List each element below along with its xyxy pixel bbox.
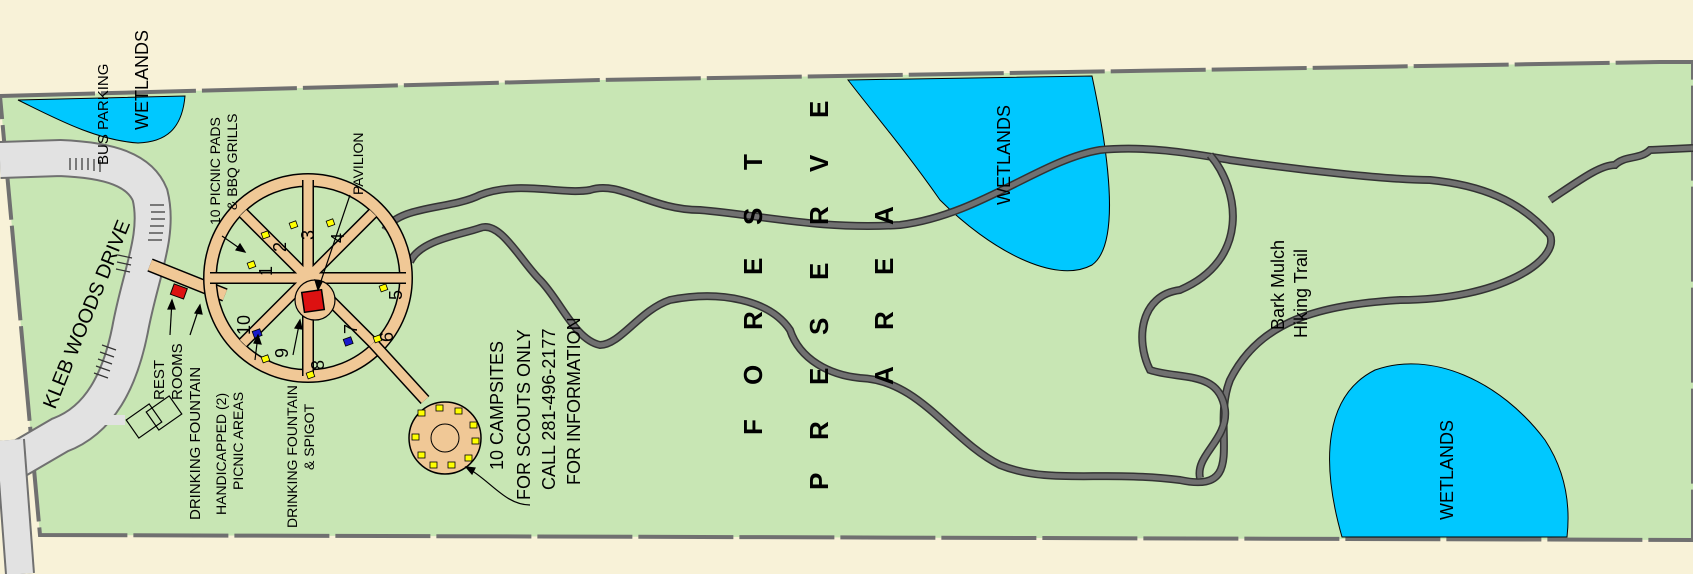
svg-text:S: S [804, 318, 834, 335]
pad-number-10: 10 [234, 315, 254, 335]
parking-stalls [69, 158, 165, 379]
label-trail-2: Hiking Trail [1291, 249, 1311, 338]
label-trail-1: Bark Mulch [1268, 240, 1288, 330]
svg-text:S: S [738, 208, 768, 225]
label-drinking-fountain: DRINKING FOUNTAIN [187, 367, 204, 520]
wetlands-top-left [17, 95, 186, 144]
svg-text:R: R [738, 311, 768, 330]
svg-text:T: T [738, 154, 768, 170]
label-wetlands-top-left: WETLANDS [132, 30, 152, 130]
pad-number-2: 2 [270, 242, 290, 252]
label-wetlands-bottom-right: WETLANDS [1437, 420, 1457, 520]
pad-number-6: 6 [377, 332, 397, 342]
pad-number-9: 9 [272, 348, 292, 358]
label-campsites-3: CALL 281-496-2177 [539, 329, 559, 490]
pad-number-3: 3 [298, 230, 318, 240]
svg-text:A: A [869, 206, 899, 225]
label-rest-rooms-2: ROOMS [169, 343, 186, 400]
label-campsites-1: 10 CAMPSITES [487, 341, 507, 470]
pad-number-5: 5 [386, 290, 406, 300]
svg-text:E: E [738, 258, 768, 275]
svg-text:F: F [738, 419, 768, 435]
pad-number-7: 7 [341, 324, 361, 334]
wetlands-top-mid [846, 75, 1110, 272]
label-rest-rooms-1: REST [151, 360, 168, 400]
svg-text:E: E [804, 263, 834, 280]
pavilion-building [300, 288, 326, 314]
svg-text:E: E [804, 368, 834, 385]
svg-text:R: R [804, 206, 834, 225]
svg-text:E: E [804, 101, 834, 118]
campsite-pads [411, 404, 480, 469]
label-picnic-pads-1: 10 PICNIC PADS [207, 117, 223, 225]
spigot-marker [342, 336, 354, 347]
label-handicapped-2: PICNIC AREAS [230, 392, 246, 490]
label-fountain-spigot-1: DRINKING FOUNTAIN [284, 385, 300, 528]
label-handicapped-1: HANDICAPPED (2) [213, 393, 229, 515]
label-wetlands-top-mid: WETLANDS [994, 105, 1014, 205]
svg-text:A: A [869, 366, 899, 385]
label-fountain-spigot-2: & SPIGOT [301, 403, 317, 470]
hiking-trail [381, 144, 1693, 486]
svg-text:V: V [804, 154, 834, 172]
svg-text:R: R [869, 311, 899, 330]
label-campsites-4: FOR INFORMATION [564, 317, 584, 485]
svg-text:E: E [869, 258, 899, 275]
kleb-woods-drive [0, 138, 183, 574]
svg-text:P: P [804, 473, 834, 490]
label-picnic-pads-2: & BBQ GRILLS [224, 114, 240, 210]
label-bus-parking: BUS PARKING [95, 64, 112, 165]
leader-lines [167, 194, 531, 506]
pad-number-4: 4 [328, 233, 348, 243]
label-campsites-2: FOR SCOUTS ONLY [514, 329, 534, 500]
forest-preserve-area-title: F O R E S T P R E S E R V E A R E A [738, 101, 899, 490]
pad-number-1: 1 [256, 266, 276, 276]
svg-text:R: R [804, 421, 834, 440]
wetlands-bottom-right [1329, 363, 1569, 538]
pad-number-8: 8 [308, 360, 328, 370]
rest-rooms-building [169, 283, 188, 300]
picnic-pads [246, 218, 389, 380]
campsite-area [408, 401, 482, 475]
label-pavilion: PAVILION [350, 132, 366, 195]
svg-text:O: O [738, 365, 768, 385]
